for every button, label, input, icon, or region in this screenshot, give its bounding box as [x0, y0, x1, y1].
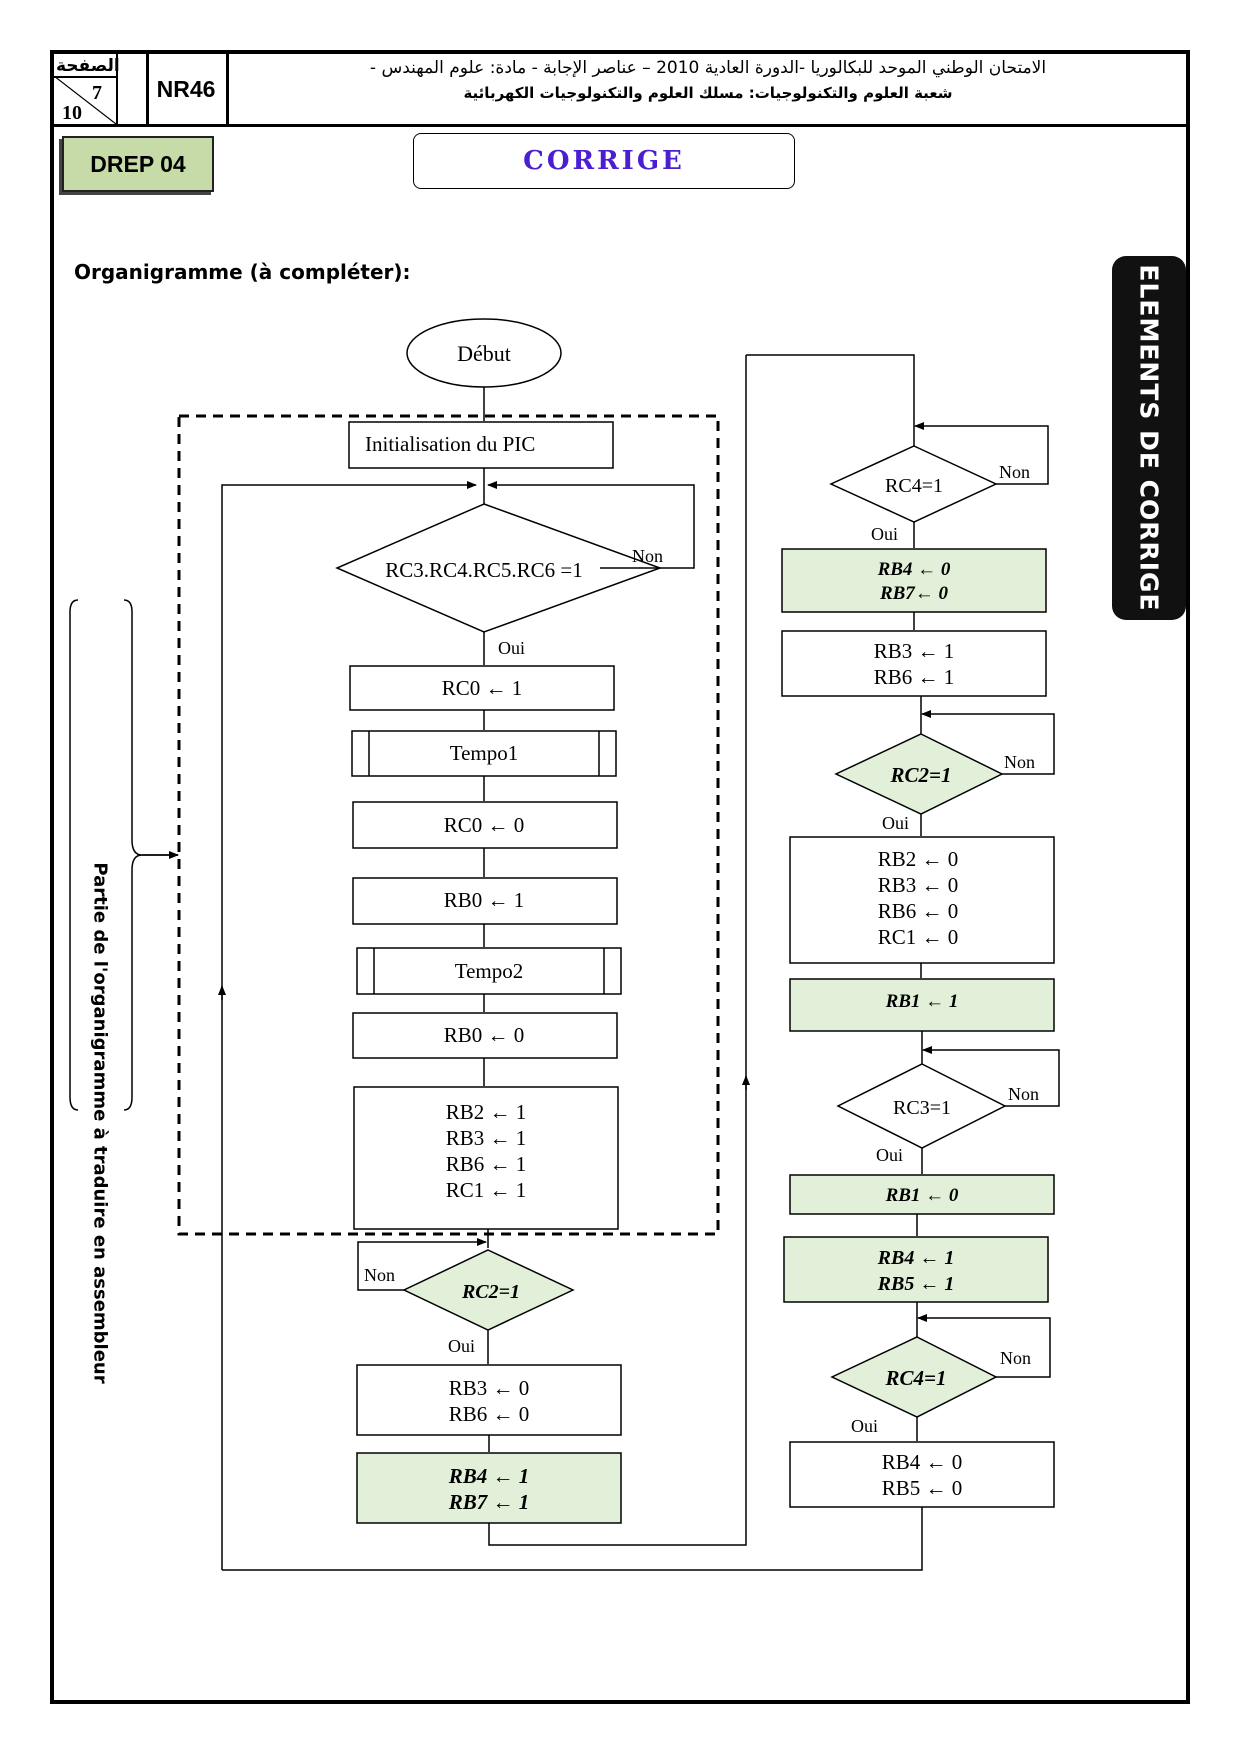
- svg-text:RC3=1: RC3=1: [893, 1097, 951, 1119]
- header-line-2: شعبة العلوم والتكنولوجيات: مسلك العلوم و…: [463, 84, 953, 102]
- header-title: الامتحان الوطني الموحد للبكالوريا -الدور…: [230, 56, 1186, 102]
- svg-text:RC0 ← 1: RC0 ← 1: [442, 676, 523, 700]
- svg-text:RB0 ← 0: RB0 ← 0: [444, 1023, 525, 1047]
- page-total: 10: [62, 102, 82, 124]
- svg-text:RC1 ← 1: RC1 ← 1: [446, 1178, 527, 1202]
- svg-text:Oui: Oui: [448, 1336, 475, 1356]
- svg-text:RB4 ← 0: RB4 ← 0: [877, 559, 951, 580]
- svg-text:Tempo1: Tempo1: [450, 741, 519, 765]
- svg-text:RB3 ← 0: RB3 ← 0: [449, 1376, 530, 1400]
- svg-text:RB6 ← 0: RB6 ← 0: [878, 899, 959, 923]
- box-rb0-0: [352, 1012, 618, 1059]
- svg-text:RB2 ← 1: RB2 ← 1: [446, 1100, 527, 1124]
- box-rb4-rb7-0: [781, 548, 1047, 613]
- return-loop: [222, 1507, 923, 1571]
- svg-text:RB7← 0: RB7← 0: [879, 583, 949, 604]
- box-rb4-rb5-1: [783, 1236, 1049, 1303]
- box-set-block: [353, 1086, 619, 1230]
- loop-back-line: [221, 481, 477, 1076]
- partie-bracket-left: [69, 599, 79, 1111]
- page-label: الصفحة: [56, 56, 120, 76]
- init-label: Initialisation du PIC: [365, 432, 535, 456]
- svg-text:RC4=1: RC4=1: [885, 475, 943, 497]
- box-rb4-rb5-0: [789, 1441, 1055, 1508]
- svg-text:Non: Non: [1000, 1348, 1031, 1368]
- drep-label: DREP 04: [62, 136, 214, 192]
- box-rb0-1: [352, 877, 618, 925]
- box-tempo1: [351, 730, 617, 777]
- svg-text:Non: Non: [364, 1265, 395, 1285]
- svg-text:RB3 ← 0: RB3 ← 0: [878, 873, 959, 897]
- svg-text:Oui: Oui: [882, 813, 909, 833]
- organigramme-title: Organigramme (à compléter):: [74, 260, 411, 284]
- svg-text:RC4=1: RC4=1: [885, 1366, 947, 1390]
- oui-label: Oui: [498, 638, 525, 658]
- box-clear-block: [789, 836, 1055, 964]
- svg-text:Non: Non: [1008, 1084, 1039, 1104]
- svg-text:RB5 ← 1: RB5 ← 1: [877, 1273, 955, 1295]
- exam-code: NR46: [146, 54, 229, 124]
- start-label: Début: [457, 341, 511, 366]
- svg-text:RB3 ← 1: RB3 ← 1: [446, 1126, 527, 1150]
- svg-text:RB4 ← 1: RB4 ← 1: [877, 1247, 955, 1269]
- svg-text:Tempo2: Tempo2: [455, 959, 524, 983]
- header-line-1: الامتحان الوطني الموحد للبكالوريا -الدور…: [369, 58, 1047, 78]
- box-rb4-rb7-1: [356, 1452, 622, 1524]
- svg-text:RC0 ← 0: RC0 ← 0: [444, 813, 525, 837]
- page-frame: [50, 50, 1190, 1704]
- svg-text:RB5 ← 0: RB5 ← 0: [882, 1476, 963, 1500]
- decision-main-label: RC3.RC4.RC5.RC6 =1: [385, 558, 582, 582]
- svg-text:RB3 ← 1: RB3 ← 1: [874, 639, 955, 663]
- dashed-region: [177, 414, 720, 1236]
- non-label: Non: [632, 546, 663, 566]
- box-rb1-0: [789, 1174, 1055, 1215]
- svg-text:Non: Non: [1004, 752, 1035, 772]
- svg-text:RC2=1: RC2=1: [890, 763, 952, 787]
- connector-to-right-column: [488, 355, 747, 1546]
- svg-text:RC2=1: RC2=1: [461, 1281, 520, 1303]
- svg-text:RB4 ← 1: RB4 ← 1: [448, 1464, 530, 1488]
- svg-text:RB1 ← 0: RB1 ← 0: [885, 1185, 959, 1206]
- svg-text:RB6 ← 0: RB6 ← 0: [449, 1402, 530, 1426]
- side-tab: ELEMENTS DE CORRIGE: [1112, 256, 1186, 620]
- box-tempo2: [356, 947, 622, 995]
- page-number: 7: [92, 82, 102, 104]
- init-box: [348, 421, 614, 469]
- svg-text:Oui: Oui: [851, 1416, 878, 1436]
- page-fraction-slash: [54, 76, 116, 124]
- page-number-box: الصفحة 7 10: [54, 54, 149, 124]
- svg-text:Oui: Oui: [871, 524, 898, 544]
- box-rc0-0: [352, 801, 618, 849]
- partie-brace: [123, 599, 178, 1111]
- box-rb3-rb6-0: [356, 1364, 622, 1436]
- corrige-title: CORRIGE: [413, 133, 795, 189]
- box-rb1-1: [789, 978, 1055, 1032]
- svg-text:RB6 ← 1: RB6 ← 1: [446, 1152, 527, 1176]
- box-rc0-1: [349, 665, 615, 711]
- svg-text:RB0 ← 1: RB0 ← 1: [444, 888, 525, 912]
- svg-text:RB2 ← 0: RB2 ← 0: [878, 847, 959, 871]
- svg-text:Oui: Oui: [876, 1145, 903, 1165]
- svg-text:RB1 ← 1: RB1 ← 1: [885, 991, 959, 1012]
- svg-text:RC1 ← 0: RC1 ← 0: [878, 925, 959, 949]
- header-divider: [50, 124, 1190, 127]
- svg-text:RB6 ← 1: RB6 ← 1: [874, 665, 955, 689]
- svg-text:RB7 ← 1: RB7 ← 1: [448, 1490, 530, 1514]
- svg-text:RB4 ← 0: RB4 ← 0: [882, 1450, 963, 1474]
- box-rb3-rb6-1: [781, 630, 1047, 697]
- svg-text:Non: Non: [999, 462, 1030, 482]
